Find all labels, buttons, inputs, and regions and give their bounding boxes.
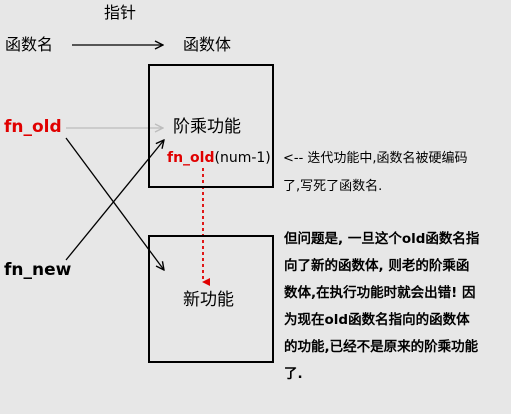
func-body-label: 函数体 (183, 35, 232, 54)
pointer-label: 指针 (104, 3, 137, 22)
hardcode-note-line2: 了,写死了函数名. (283, 179, 383, 194)
problem-line4: 为现在old函数名指向的函数体 (284, 312, 470, 328)
factorial-label: 阶乘功能 (173, 117, 241, 137)
problem-line1: 但问题是, 一旦这个old函数名指 (284, 231, 480, 247)
hardcode-note-line1: <-- 迭代功能中,函数名被硬编码 (283, 151, 468, 166)
factorial-function-box (148, 64, 274, 188)
fn-new-to-factorial-arrow (65, 140, 164, 261)
call-fn-name: fn_old (167, 150, 215, 166)
new-function-label: 新功能 (183, 290, 234, 310)
recursive-call: fn_old(num-1) (167, 151, 271, 165)
problem-line5: 的功能,已经不是原来的阶乘功能 (284, 339, 479, 355)
fn-old-to-new-arrow (65, 137, 164, 270)
problem-line3: 数体,在执行功能时就会出错! 因 (284, 285, 476, 301)
fn-old-label: fn_old (4, 117, 62, 137)
new-function-box (148, 235, 274, 363)
problem-line2: 向了新的函数体, 则老的阶乘函 (284, 258, 470, 274)
problem-line6: 了. (284, 366, 303, 382)
func-name-label: 函数名 (5, 35, 54, 54)
fn-new-label: fn_new (4, 260, 72, 280)
call-args: (num-1) (214, 150, 271, 166)
